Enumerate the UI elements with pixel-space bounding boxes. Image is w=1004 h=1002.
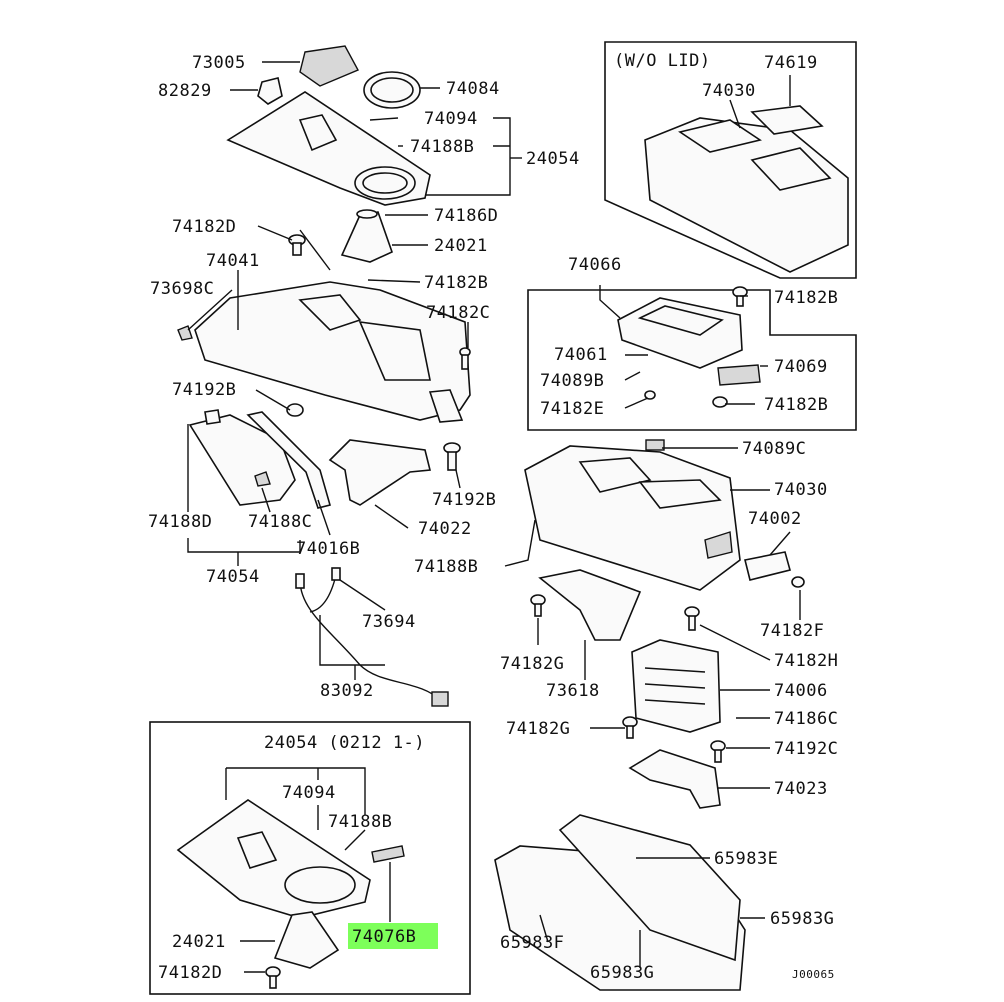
part-74054-panel-drawing	[188, 409, 296, 506]
part-label-65983F[interactable]: 65983F	[500, 933, 564, 953]
part-label-74094-low[interactable]: 74094	[282, 783, 336, 803]
part-74041-console-drawing	[194, 281, 471, 423]
part-label-82829[interactable]: 82829	[158, 81, 212, 101]
part-label-74066[interactable]: 74066	[568, 255, 622, 275]
part-74066-lid-drawing	[617, 297, 743, 369]
part-label-65983E[interactable]: 65983E	[714, 849, 778, 869]
part-label-74182B-box[interactable]: 74182B	[764, 395, 828, 415]
part-label-74186C[interactable]: 74186C	[774, 709, 838, 729]
part-label-74192B-left[interactable]: 74192B	[172, 380, 236, 400]
part-label-74192C[interactable]: 74192C	[774, 739, 838, 759]
part-73618-drawing	[538, 569, 642, 641]
part-label-83092[interactable]: 83092	[320, 681, 374, 701]
part-label-74084[interactable]: 74084	[446, 79, 500, 99]
part-label-74006[interactable]: 74006	[774, 681, 828, 701]
part-label-74188D[interactable]: 74188D	[148, 512, 212, 532]
part-label-74182D-low[interactable]: 74182D	[158, 963, 222, 983]
part-label-73005[interactable]: 73005	[192, 53, 246, 73]
part-label-74023[interactable]: 74023	[774, 779, 828, 799]
variant-24054-frame	[149, 721, 471, 995]
part-24021-lower-drawing	[273, 911, 340, 969]
part-label-74022[interactable]: 74022	[418, 519, 472, 539]
part-label-74182G-left[interactable]: 74182G	[500, 654, 564, 674]
part-74192B-left-screw-drawing	[286, 403, 304, 417]
part-label-74182F[interactable]: 74182F	[760, 621, 824, 641]
part-24054-variant-drawing	[176, 799, 371, 919]
part-label-74076B[interactable]: 74076B	[352, 927, 416, 947]
part-label-74188B-top[interactable]: 74188B	[410, 137, 474, 157]
part-label-73694[interactable]: 73694	[362, 612, 416, 632]
part-label-74182B-topright[interactable]: 74182B	[774, 288, 838, 308]
part-label-74030-top[interactable]: 74030	[702, 81, 756, 101]
lid-assembly-frame	[527, 289, 857, 431]
part-74006-drawing	[631, 639, 721, 733]
part-label-74030-mid[interactable]: 74030	[774, 480, 828, 500]
part-label-74182C[interactable]: 74182C	[426, 303, 490, 323]
part-label-74182E[interactable]: 74182E	[540, 399, 604, 419]
part-label-24054-top[interactable]: 24054	[526, 149, 580, 169]
part-label-73618[interactable]: 73618	[546, 681, 600, 701]
label-variant-header: 24054 (0212 1-)	[264, 733, 425, 753]
part-label-74002[interactable]: 74002	[748, 509, 802, 529]
part-label-74041[interactable]: 74041	[206, 251, 260, 271]
part-label-74094-top[interactable]: 74094	[424, 109, 478, 129]
part-label-74188B-low[interactable]: 74188B	[328, 812, 392, 832]
part-label-73698C[interactable]: 73698C	[150, 279, 214, 299]
part-74016B-drawing	[246, 411, 331, 509]
part-74089C-drawing	[645, 439, 665, 451]
leader-lines	[187, 61, 801, 973]
lower-screws-drawing	[265, 286, 805, 989]
part-label-74192B-right[interactable]: 74192B	[432, 490, 496, 510]
no-lid-variant-frame	[604, 41, 857, 279]
part-82829-drawing	[257, 77, 283, 105]
diagram-code: J00065	[792, 968, 835, 981]
part-74030-tray-drawing	[644, 117, 849, 273]
part-label-74089B[interactable]: 74089B	[540, 371, 604, 391]
part-label-74182B-mid[interactable]: 74182B	[424, 273, 488, 293]
part-label-24021-top[interactable]: 24021	[434, 236, 488, 256]
part-74022-drawing	[328, 439, 432, 506]
part-label-74188C[interactable]: 74188C	[248, 512, 312, 532]
part-label-74061[interactable]: 74061	[554, 345, 608, 365]
part-label-74186D[interactable]: 74186D	[434, 206, 498, 226]
part-label-74016B[interactable]: 74016B	[296, 539, 360, 559]
part-74030-console-drawing	[524, 445, 741, 591]
part-74182C-screw-drawing	[459, 347, 471, 370]
part-65983-covers-drawing	[494, 814, 746, 991]
part-label-65983G-bottom[interactable]: 65983G	[590, 963, 654, 983]
part-24054-panel-drawing	[226, 91, 431, 206]
part-label-74182H[interactable]: 74182H	[774, 651, 838, 671]
part-label-74054[interactable]: 74054	[206, 567, 260, 587]
part-74192B-screw-drawing	[443, 442, 461, 471]
part-label-74182D-top[interactable]: 74182D	[172, 217, 236, 237]
part-label-74089C[interactable]: 74089C	[742, 439, 806, 459]
part-label-24021-low[interactable]: 24021	[172, 932, 226, 952]
part-74084-drawing	[363, 71, 421, 109]
part-74619-mat-drawing	[750, 105, 824, 135]
part-label-74069[interactable]: 74069	[774, 357, 828, 377]
part-74182D-screw-drawing	[288, 234, 306, 256]
part-24021-boot-drawing	[340, 209, 393, 263]
part-73005-drawing	[299, 45, 359, 87]
part-74076B-drawing	[371, 845, 405, 863]
part-label-74188B-mid[interactable]: 74188B	[414, 557, 478, 577]
part-label-74182G-mid[interactable]: 74182G	[506, 719, 570, 739]
label-no-lid: (W/O LID)	[614, 51, 711, 71]
part-label-74619[interactable]: 74619	[764, 53, 818, 73]
part-74069-drawing	[717, 364, 761, 386]
highlight-74076B	[348, 923, 438, 949]
part-label-65983G-right[interactable]: 65983G	[770, 909, 834, 929]
part-74023-drawing	[628, 749, 721, 809]
part-74002-drawing	[744, 551, 791, 581]
